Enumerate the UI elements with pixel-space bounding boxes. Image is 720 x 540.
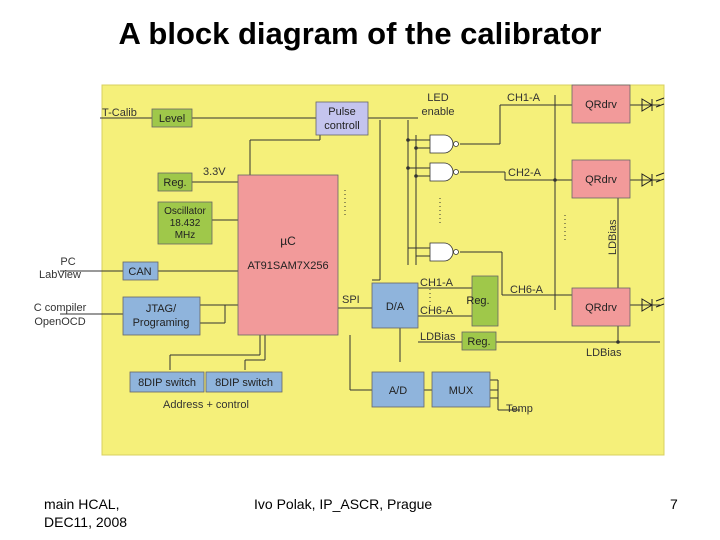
ch2a-label: CH2-A <box>508 167 542 179</box>
footer-event-line2: DEC11, 2008 <box>44 514 128 530</box>
qrdrv-3-block <box>571 287 631 327</box>
osc-label-line3: MHz <box>175 230 196 241</box>
slide-title: A block diagram of the calibrator <box>118 16 602 51</box>
level-label: Level <box>159 113 185 125</box>
calibrator-block-diagram: T-Calib Level Pulse controll LED enable … <box>34 84 665 456</box>
ad-block <box>371 371 425 408</box>
t-calib-label: T-Calib <box>102 107 137 119</box>
mux-block <box>431 371 491 408</box>
reg-right-label: Reg. <box>466 295 489 307</box>
footer-event: main HCAL, DEC11, 2008 <box>44 495 127 531</box>
ch6a-right-label: CH6-A <box>510 284 544 296</box>
qrdrv-1-block <box>571 84 631 124</box>
ch1a-top-label: CH1-A <box>507 92 541 104</box>
pulse-label-line2: controll <box>324 120 359 132</box>
ellipsis-dots <box>344 190 566 308</box>
led-diode-icon-1 <box>641 97 665 112</box>
reg-top-label: Reg. <box>163 177 186 189</box>
spi-label: SPI <box>342 294 360 306</box>
voltage-label: 3.3V <box>203 166 226 178</box>
jtag-label-line2: Programing <box>133 317 190 329</box>
dip-switch-1-block <box>129 371 205 393</box>
mcu-label: AT91SAM7X256 <box>247 260 328 272</box>
and-gate-1 <box>429 134 459 154</box>
microcontroller-block <box>237 174 339 336</box>
qrdrv-3-label: QRdrv <box>585 302 617 314</box>
level-block <box>151 108 193 128</box>
pulse-label-line1: Pulse <box>328 106 356 118</box>
led-label-line1: LED <box>427 92 448 104</box>
ldbias-right-label: LDBias <box>586 347 622 359</box>
led-diode-icon-3 <box>641 297 665 312</box>
footer-event-line1: main HCAL, <box>44 496 120 512</box>
ldbias-vertical-label: LDBias <box>607 219 619 255</box>
reg-bottom-label: Reg. <box>467 336 490 348</box>
osc-label-line2: 18.432 <box>170 218 201 229</box>
connection-lines <box>60 95 660 411</box>
led-diode-icon-2 <box>641 172 665 187</box>
qrdrv-1-label: QRdrv <box>585 99 617 111</box>
reg-right-block <box>471 275 499 327</box>
c-compiler-label: C compiler <box>34 302 87 314</box>
temp-label: Temp <box>506 403 533 415</box>
ch6a-mid-label: CH6-A <box>420 305 454 317</box>
dip-switch-2-label: 8DIP switch <box>215 377 273 389</box>
jtag-block <box>122 296 201 336</box>
jtag-label-line1: JTAG/ <box>146 303 177 315</box>
and-gate-2 <box>429 162 459 182</box>
pulse-control-block <box>315 101 369 136</box>
uc-label: µC <box>280 234 296 248</box>
reg-bottom-block <box>461 331 497 351</box>
dip-switch-1-label: 8DIP switch <box>138 377 196 389</box>
oscillator-block <box>157 201 213 245</box>
footer-author: Ivo Polak, IP_ASCR, Prague <box>254 496 433 512</box>
can-block <box>122 261 159 281</box>
labview-label: LabView <box>39 269 81 281</box>
and-gate-6 <box>429 242 459 262</box>
dip-switch-2-block <box>205 371 283 393</box>
reg-top-block <box>157 172 193 192</box>
da-block <box>371 282 419 329</box>
qrdrv-2-block <box>571 159 631 199</box>
qrdrv-2-label: QRdrv <box>585 174 617 186</box>
pc-label: PC <box>60 256 75 268</box>
address-control-label: Address + control <box>163 399 249 411</box>
da-label: D/A <box>386 301 405 313</box>
ch1a-mid-label: CH1-A <box>420 277 454 289</box>
led-label-line2: enable <box>421 106 454 118</box>
ad-label: A/D <box>389 385 407 397</box>
mux-label: MUX <box>449 385 474 397</box>
junction-dots <box>406 138 620 344</box>
ldbias-mid-label: LDBias <box>420 331 456 343</box>
openocd-label: OpenOCD <box>34 316 85 328</box>
osc-label-line1: Oscillator <box>164 206 206 217</box>
page-number: 7 <box>670 496 678 512</box>
can-label: CAN <box>128 266 151 278</box>
